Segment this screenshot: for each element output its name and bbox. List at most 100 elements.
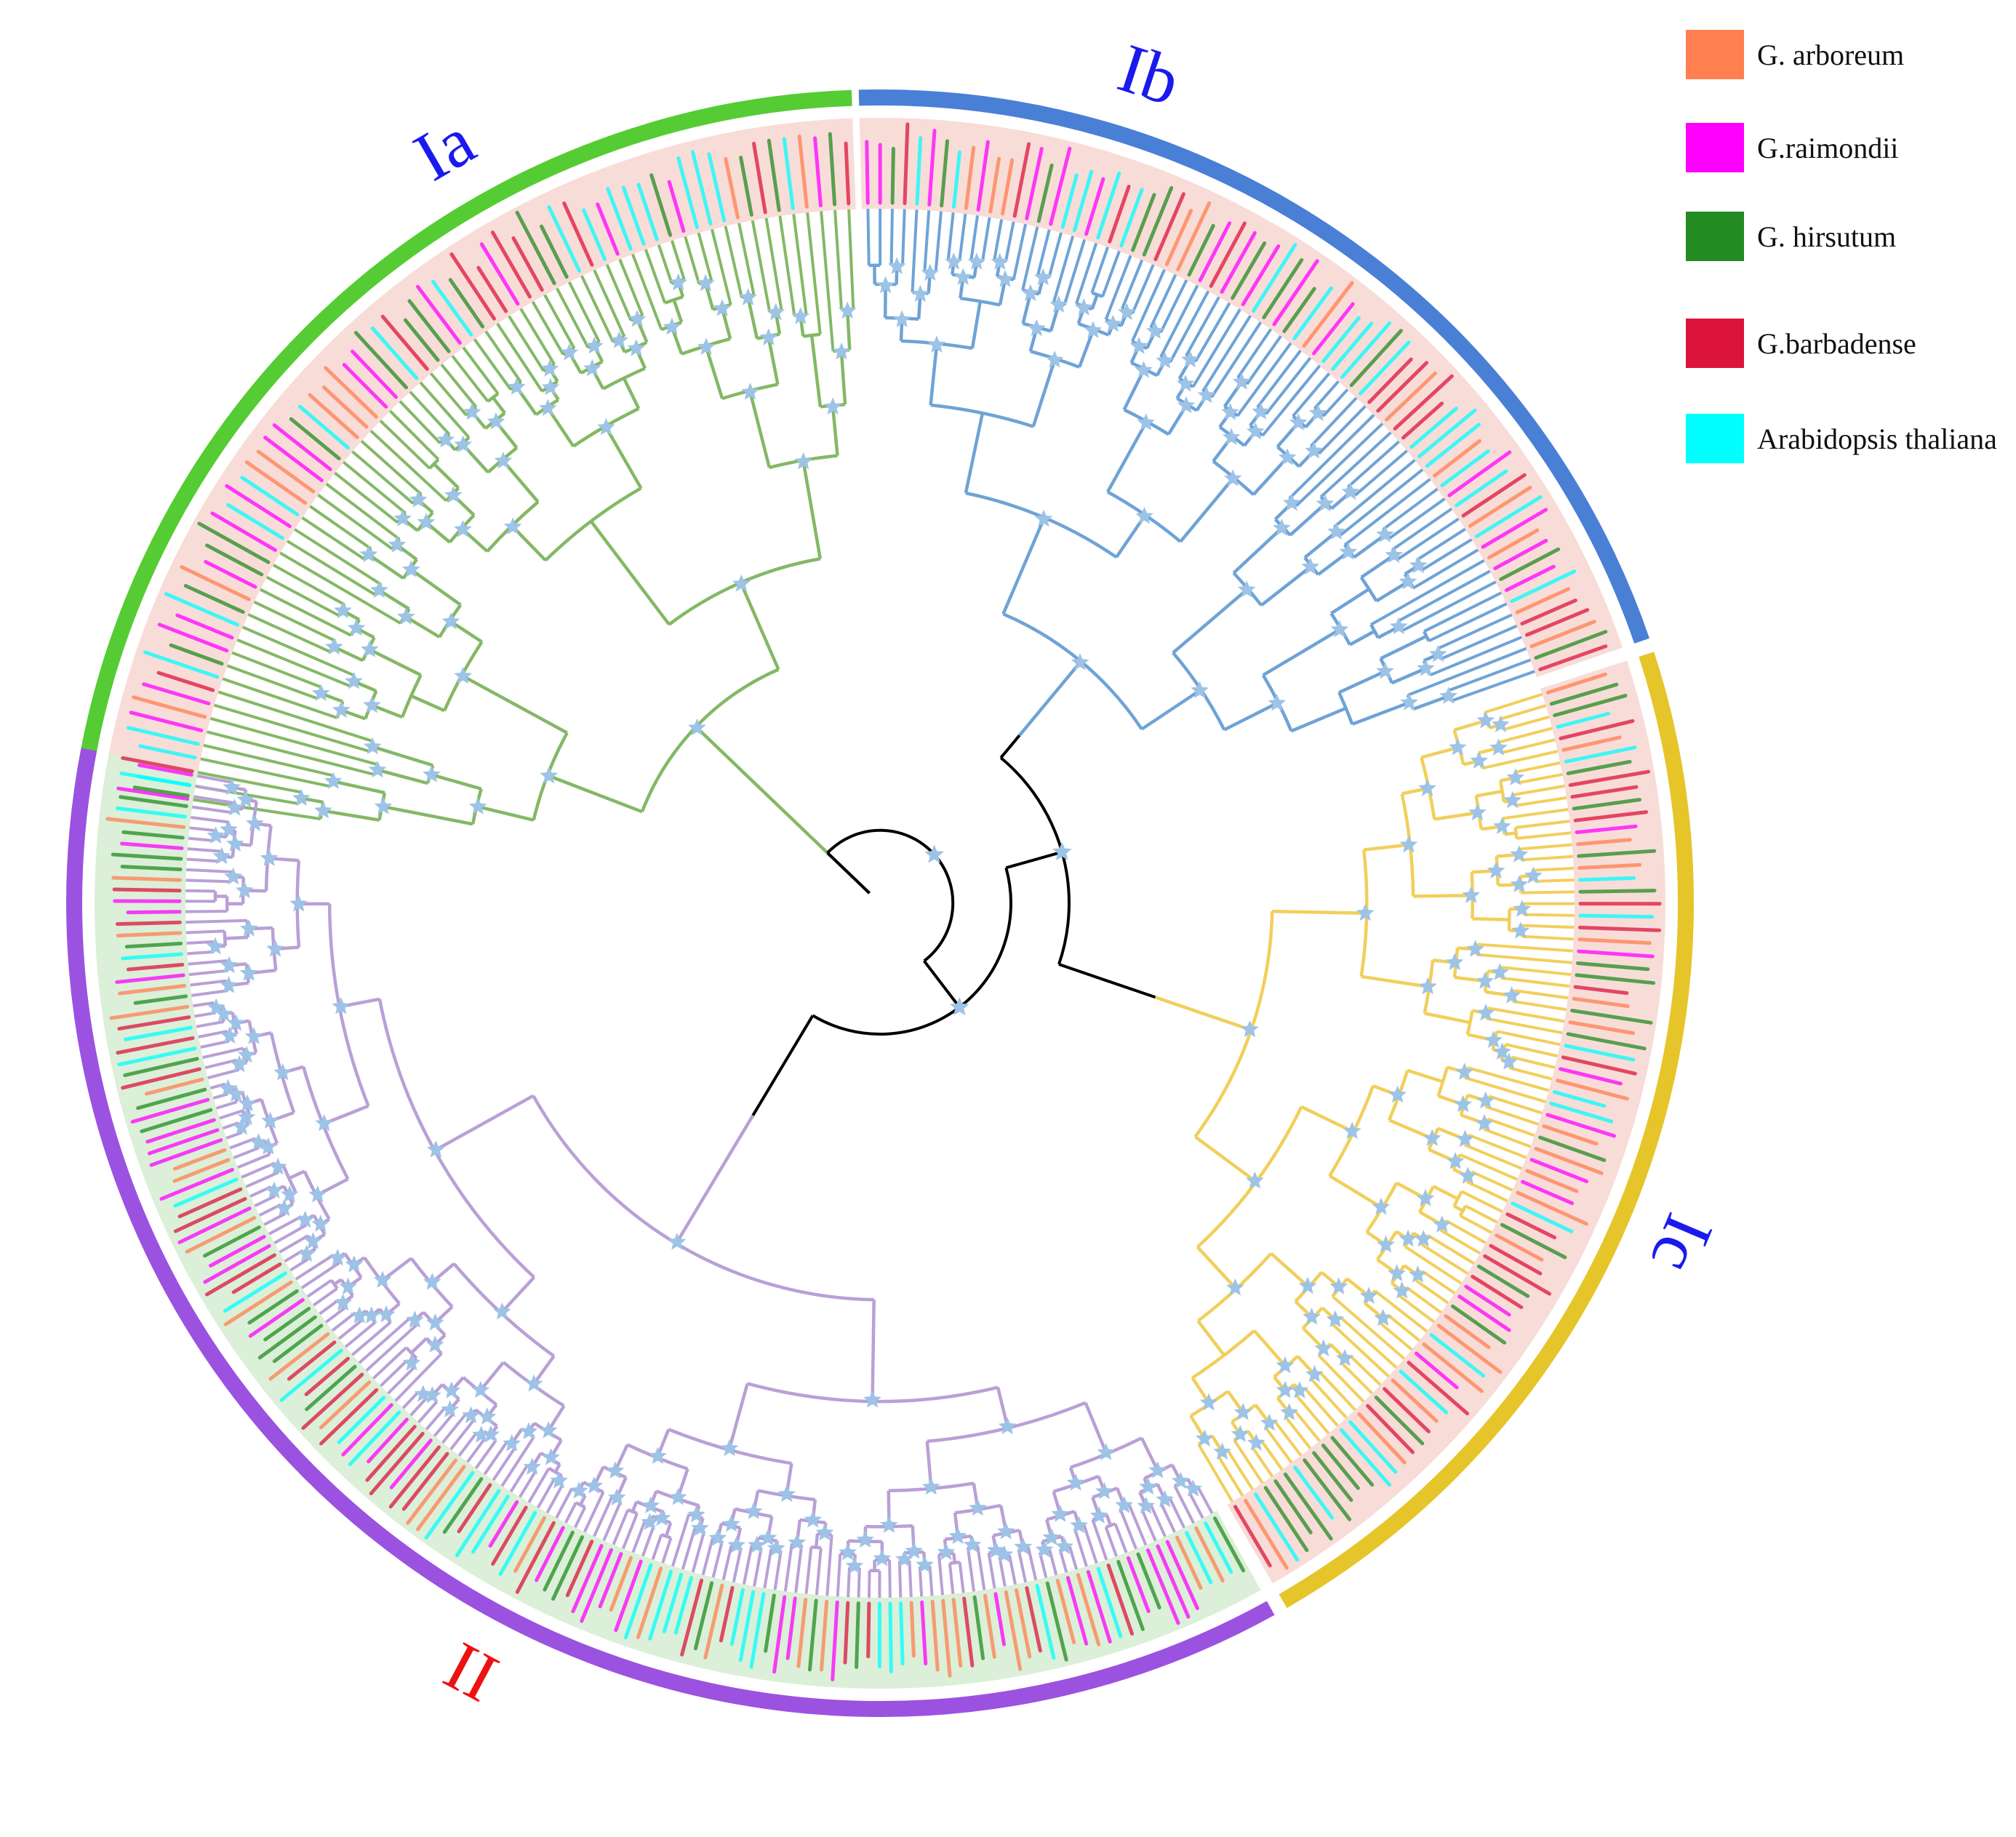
star-icon [1491,963,1509,980]
internal-branch [801,460,823,559]
star-icon [727,1535,745,1553]
leaf-label-mark [1578,889,1657,894]
star-icon [1423,1129,1441,1146]
star-icon [767,303,785,321]
internal-branch [622,377,641,409]
star-icon [720,1438,739,1457]
leaf-branch [196,774,232,784]
leaf-branch [1521,855,1573,862]
leaf-branch [185,889,216,893]
leaf-branch [1256,349,1302,409]
leaf-label-mark [951,1598,963,1668]
leaf-label-mark [117,1015,191,1031]
leaf-label-mark [1433,439,1482,478]
star-icon [873,1549,892,1566]
leaf-label-mark [476,265,508,313]
leaf-branch [219,1109,244,1120]
backbone-branch [923,960,961,1009]
star-icon [224,867,242,885]
star-icon [1301,557,1320,575]
star-icon [442,1381,461,1398]
leaf-label-mark [231,1262,282,1294]
leaf-branch [331,1311,356,1332]
star-icon [1033,268,1052,286]
star-icon [732,575,751,592]
leaf-branch [236,638,351,688]
leaf-label-mark [121,756,194,774]
leaf-label-mark [1339,1428,1392,1487]
internal-branch [1453,1204,1464,1213]
leaf-label-mark [1241,244,1281,307]
leaf-label-mark [124,1025,193,1041]
star-icon [1246,1171,1264,1189]
star-icon [1035,1540,1054,1558]
leaf-label-mark [1474,495,1543,539]
leaf-label-mark [1209,221,1247,288]
leaf-branch [1512,999,1567,1012]
internal-branch [1289,501,1328,537]
star-icon [1449,738,1467,756]
leaf-label-mark [1385,371,1437,422]
internal-branch [225,935,248,940]
star-icon [292,788,311,807]
leaf-branch [409,391,451,436]
leaf-branch [351,1321,392,1356]
leaf-branch [301,516,365,561]
star-icon [374,797,393,815]
leaf-label-mark [1525,608,1590,637]
leaf-branch [300,1262,340,1289]
leaf-label-mark [1572,798,1641,811]
leaf-label-mark [272,423,332,471]
star-icon [220,1026,239,1044]
star-icon [627,339,646,356]
leaf-branch [1090,247,1110,294]
star-icon [350,1306,369,1324]
leaf-label-mark [1422,1342,1484,1393]
star-icon [950,997,969,1016]
internal-arc [1498,780,1506,802]
leaf-branch [185,879,232,884]
star-icon [1090,1506,1108,1524]
star-icon [1273,519,1291,536]
leaf-branch [1159,1502,1176,1533]
leaf-label-mark [690,150,713,226]
internal-branch [672,299,684,323]
leaf-branch [1008,1554,1017,1585]
leaf-branch [253,600,336,643]
star-icon [1468,803,1487,821]
leaf-label-mark [1559,719,1635,740]
legend-item-hirsutum: G. hirsutum [1686,211,1896,262]
leaf-label-mark [223,1271,287,1313]
leaf-label-mark [268,1332,330,1381]
leaf-branch [555,1488,573,1518]
internal-arc [960,296,1001,307]
leaf-label-mark [547,205,582,273]
star-icon [1177,396,1196,414]
internal-arc [602,367,646,391]
leaf-label-mark [308,393,359,439]
leaf-label-mark [609,1556,633,1612]
star-icon [414,1385,433,1402]
leaf-branch [190,979,227,987]
leaf-label-mark [407,299,451,353]
star-icon [345,672,363,689]
leaf-branch [998,1556,1007,1587]
star-icon [1051,1505,1070,1522]
leaf-branch [753,1547,763,1587]
star-icon [417,513,436,530]
star-icon [369,580,388,599]
star-icon [1409,556,1428,574]
internal-branch [404,615,441,639]
star-icon [361,640,379,657]
leaf-label-mark [457,1483,492,1534]
leaf-label-mark [319,1388,379,1446]
star-icon [863,1390,881,1408]
leaf-label-mark [1025,1586,1042,1653]
star-icon [1500,1052,1519,1070]
internal-branch [831,405,839,456]
star-icon [1462,886,1481,903]
leaf-branch [1073,1528,1088,1567]
leaf-branch [556,287,590,349]
leaf-label-mark [1233,1505,1272,1568]
leaf-branch [1501,966,1572,976]
